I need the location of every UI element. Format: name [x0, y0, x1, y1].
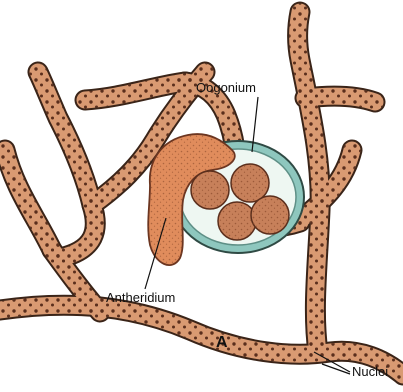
antheridium-label: Antheridium: [106, 290, 175, 305]
figure-letter: A: [216, 334, 228, 352]
nuclei-label: Nuclei: [352, 364, 388, 379]
oogonium-label: Oogonium: [196, 80, 256, 95]
